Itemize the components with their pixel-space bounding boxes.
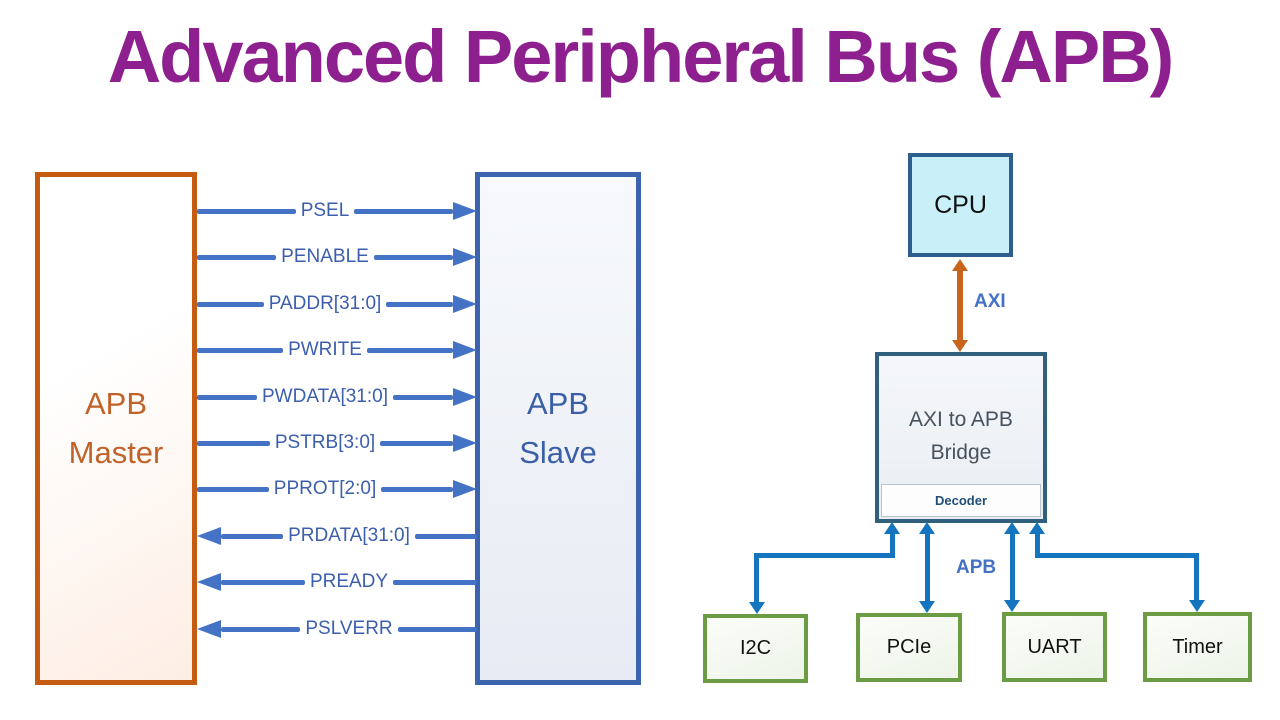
signal-line [197,347,284,353]
left-arrowhead-icon [197,527,221,545]
down-arrowhead-icon [919,601,935,613]
peripheral-label: UART [1027,635,1082,658]
signal-pstrb30: PSTRB[3:0] [197,432,478,453]
signal-penable: PENABLE [197,247,477,267]
axi-apb-bridge-box: AXI to APB Bridge Decoder [875,352,1047,523]
up-arrowhead-icon [884,522,900,534]
signal-pready: PREADY [197,571,478,592]
signal-label: PADDR[31:0] [268,293,382,314]
peripheral-label: Timer [1172,635,1223,658]
axi-bus-label: AXI [974,291,1006,312]
signal-line [221,626,301,632]
up-arrowhead-icon [919,522,935,534]
signal-pwrite: PWRITE [197,339,478,360]
peripheral-box-i2c: I2C [703,614,808,683]
right-arrowhead-icon [453,388,477,406]
page-title: Advanced Peripheral Bus (APB) [107,15,1175,98]
signal-label: PSLVERR [305,618,393,639]
signal-line [354,208,453,214]
apb-connector-pcie [919,522,935,613]
right-arrowhead-icon [453,480,478,498]
left-arrowhead-icon [197,620,221,638]
up-arrowhead-icon [1029,522,1045,534]
signal-pslverr: PSLVERR [197,618,478,639]
connector-segment [1035,533,1040,558]
signal-pprot20: PPROT[2:0] [197,478,478,499]
signal-line [393,394,453,400]
signal-prdata310: PRDATA[31:0] [197,525,478,546]
signal-label: PSEL [300,200,350,221]
peripheral-box-uart: UART [1002,612,1107,682]
right-arrowhead-icon [453,248,477,266]
apb-slave-box: APB Slave [475,172,641,685]
signal-paddr310: PADDR[31:0] [197,293,478,314]
connector-segment [924,534,930,601]
signal-line [414,533,478,539]
connector-segment [755,553,892,558]
cpu-label: CPU [934,190,987,219]
signal-label: PWDATA[31:0] [262,386,388,407]
apb-bus-label: APB [956,557,997,578]
connector-segment [754,553,759,602]
signal-line [221,533,284,539]
apb-connector-uart [1004,522,1020,612]
signal-line [197,486,269,492]
axi-bus-arrow [952,259,968,352]
signal-line [386,301,454,307]
signal-label: PENABLE [281,246,369,267]
up-arrowhead-icon [1004,522,1020,534]
signal-line [197,254,277,260]
signal-label: PWRITE [288,339,362,360]
signal-line [197,394,257,400]
connector-segment [1194,553,1199,600]
decoder-box: Decoder [881,484,1041,517]
peripheral-label: I2C [739,637,772,659]
signal-label: PPROT[2:0] [273,478,377,499]
down-arrowhead-icon [749,602,765,614]
signal-pwdata310: PWDATA[31:0] [197,387,477,407]
signal-psel: PSEL [197,201,477,221]
bridge-label: AXI to APB Bridge [909,408,1013,464]
apb-slave-label: APB Slave [519,386,597,470]
signal-line [197,208,296,214]
signal-line [197,301,264,307]
right-arrowhead-icon [453,295,478,313]
connector-segment [1037,553,1199,558]
signal-line [373,254,453,260]
signal-label: PRDATA[31:0] [288,525,410,546]
signal-line [397,626,478,632]
peripheral-box-pcie: PCIe [856,613,962,682]
signal-line [393,579,478,585]
signal-line [197,440,270,446]
signal-line [380,440,454,446]
apb-master-box: APB Master [35,172,197,685]
apb-master-label: APB Master [68,386,164,470]
signal-line [366,347,454,353]
left-arrowhead-icon [197,573,221,591]
peripheral-label: PCIe [886,636,932,658]
down-arrowhead-icon [952,340,968,352]
connector-segment [1009,534,1015,600]
down-arrowhead-icon [1189,600,1205,612]
right-arrowhead-icon [453,341,478,359]
right-arrowhead-icon [453,434,478,452]
decoder-label: Decoder [934,493,988,508]
down-arrowhead-icon [1004,600,1020,612]
up-arrowhead-icon [952,259,968,271]
signal-line [221,579,305,585]
connector-segment [890,533,895,558]
axi-arrow-line [957,271,963,340]
peripheral-box-timer: Timer [1143,612,1252,682]
signal-label: PREADY [309,571,389,592]
signal-label: PSTRB[3:0] [274,432,376,453]
cpu-box: CPU [908,153,1013,257]
signal-line [381,486,454,492]
right-arrowhead-icon [453,202,477,220]
